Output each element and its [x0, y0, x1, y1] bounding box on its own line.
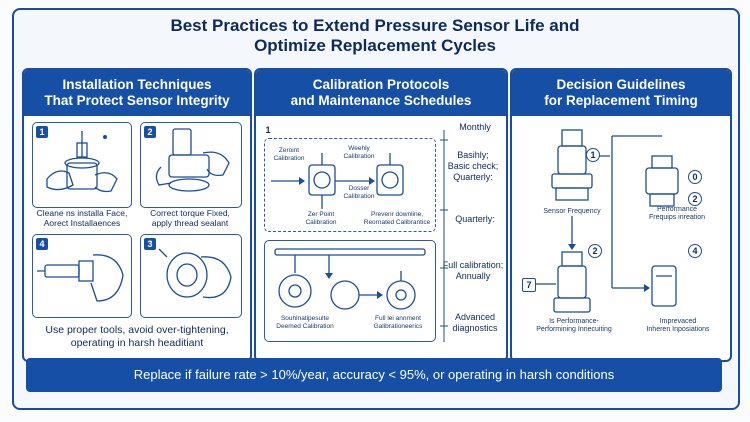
isperf-label-line-2: Performining Innecuiting: [536, 326, 612, 333]
replacement-criteria-banner: Replace if failure rate > 10%/year, accu…: [26, 358, 722, 392]
zero-label-line-1: Zeroint: [278, 147, 300, 154]
installation-heading-line-2: That Protect Sensor Integrity: [44, 93, 230, 108]
step-number-badge: 3: [144, 238, 156, 250]
calibration-heading-line-2: and Maintenance Schedules: [290, 93, 472, 108]
calibration-flow-bottom: Souhlnatipesulte Deemed Calibration Full…: [264, 240, 436, 342]
decision-heading: Decision Guidelines for Replacement Timi…: [512, 70, 730, 116]
schedule-advanced: Advanced diagnostics: [446, 312, 504, 334]
step-2-caption-line-1: Correct torque Fixed,: [150, 208, 230, 218]
decision-badge-1: 1: [586, 148, 600, 162]
step-1-caption-line-1: Cleane ns installa Face,: [36, 208, 128, 218]
gauge-calibration-diagram: [274, 248, 426, 310]
prevent-label: Prevenr downline, Reornated Calibrantice: [361, 211, 433, 227]
schedule-monthly: Monthly: [459, 122, 491, 132]
zero-point-label: Zeroint Calibration: [269, 147, 309, 163]
step-2-caption-line-2: apply thread sealant: [151, 218, 229, 228]
step-number-badge: 4: [36, 238, 48, 250]
install-step-2-card: 2: [140, 122, 242, 208]
calibration-heading: Calibration Protocols and Maintenance Sc…: [256, 70, 506, 116]
calibration-panel: Calibration Protocols and Maintenance Sc…: [254, 68, 508, 362]
basic-line-2: Basic check;: [447, 161, 499, 171]
calibration-heading-line-1: Calibration Protocols: [312, 77, 450, 92]
dosser-label-line-1: Dosser: [348, 185, 370, 192]
schedule-quarterly: Quarterly:: [455, 214, 495, 224]
decision-badge-6: 4: [688, 244, 702, 258]
weekly-label-line-1: Weehly: [348, 145, 370, 152]
prev-label-line-2: Reornated Calibrantice: [363, 219, 431, 226]
install-step-3-card: 3: [140, 234, 242, 318]
title-line-1: Best Practices to Extend Pressure Sensor…: [170, 16, 580, 35]
decision-heading-line-2: for Replacement Timing: [544, 93, 698, 108]
weekly-label-line-2: Calibration: [343, 153, 375, 160]
sw-label-line-2: Deemed Calibration: [276, 323, 334, 330]
adv-line-1: Advanced: [454, 312, 496, 322]
sensor-frequency-label: Sensor Frequency: [543, 208, 601, 215]
title-line-2: Optimize Replacement Cycles: [254, 36, 496, 55]
installation-note: Use proper tools, avoid over-tightening,…: [24, 324, 250, 350]
installation-heading-line-1: Installation Techniques: [62, 77, 212, 92]
step-number-badge: 2: [144, 126, 156, 138]
performance-label: Performance Frequips inreation: [632, 206, 722, 222]
zero-label-line-2: Calibration: [273, 155, 305, 162]
hand-holding-sensor-icon: [158, 248, 232, 299]
adv-line-2: diagnostics: [452, 323, 498, 333]
sw-label: Souhlnatipesulte Deemed Calibration: [269, 315, 341, 331]
decision-panel: Decision Guidelines for Replacement Timi…: [510, 68, 732, 362]
installation-note-line-1: Use proper tools, avoid over-tightening,: [45, 324, 229, 336]
step-number-badge: 1: [36, 126, 48, 138]
sw-label-line-1: Souhlnatipesulte: [280, 315, 330, 322]
is-performance-label: Is Performance- Performining Innecuiting: [526, 318, 622, 334]
decision-heading-line-1: Decision Guidelines: [556, 77, 686, 92]
isperf-label-line-1: Is Performance-: [549, 318, 599, 325]
page-title: Best Practices to Extend Pressure Sensor…: [120, 16, 630, 56]
installation-note-line-2: operating in harsh headitiant: [70, 337, 204, 349]
improved-label: Imprevaced Inheren Inposiations: [632, 318, 724, 334]
install-step-1-caption: Cleane ns installa Face, Aorect Installa…: [30, 208, 134, 228]
zp-label-line-2: Calibration: [305, 219, 337, 226]
full-label-line-2: Galibrationeerics: [373, 323, 423, 330]
schedule-basic: Basihly; Basic check; Quarterly:: [442, 150, 504, 183]
zp-label-line-1: Zer Point: [307, 211, 335, 218]
hand-wiping-sensor-icon: [46, 131, 118, 193]
calibration-flow-top: Zeroint Calibration Weehly Calibration D…: [264, 138, 436, 232]
decision-badge-5: 7: [522, 278, 536, 292]
calibration-diagram-number: 1: [262, 124, 274, 136]
imp-label-line-1: Imprevaced: [659, 318, 697, 325]
wrench-torque-icon: [155, 128, 230, 192]
basic-line-1: Basihly;: [457, 150, 489, 160]
basic-line-3: Quarterly:: [453, 172, 493, 182]
decision-badge-3: 2: [688, 192, 702, 206]
perf-label-line-1: Performance: [656, 206, 698, 213]
schedule-timeline: [440, 130, 448, 342]
decision-badge-4: 2: [588, 244, 602, 258]
tool-tightening-icon: [37, 254, 124, 302]
installation-heading: Installation Techniques That Protect Sen…: [24, 70, 250, 116]
imp-label-line-2: Inheren Inposiations: [646, 326, 710, 333]
zer-point-label: Zer Point Calibration: [299, 211, 343, 227]
dosser-label: Dosser Calibration: [337, 185, 381, 201]
step-1-caption-line-2: Aorect Installaences: [43, 218, 121, 228]
decision-badge-2: 0: [688, 170, 702, 184]
calibration-flow-diagram: [271, 153, 404, 209]
weekly-label: Weehly Calibration: [339, 145, 379, 161]
install-step-4-card: 4: [32, 234, 132, 318]
prev-label-line-1: Prevenr downline,: [370, 211, 424, 218]
dosser-label-line-2: Calibration: [343, 193, 375, 200]
decision-flow-diagram: [536, 129, 679, 313]
full-line-2: Annually: [455, 271, 491, 281]
installation-panel: Installation Techniques That Protect Sen…: [22, 68, 252, 362]
full-label-line-1: Full lei annment: [375, 315, 421, 322]
perf-label-line-2: Frequips inreation: [648, 214, 706, 221]
full-line-1: Full calibration;: [442, 260, 504, 270]
install-step-2-caption: Correct torque Fixed, apply thread seala…: [136, 208, 244, 228]
schedule-full: Full calibration; Annually: [442, 260, 504, 282]
full-alignment-label: Full lei annment Galibrationeerics: [363, 315, 433, 331]
install-step-1-card: 1: [32, 122, 132, 208]
